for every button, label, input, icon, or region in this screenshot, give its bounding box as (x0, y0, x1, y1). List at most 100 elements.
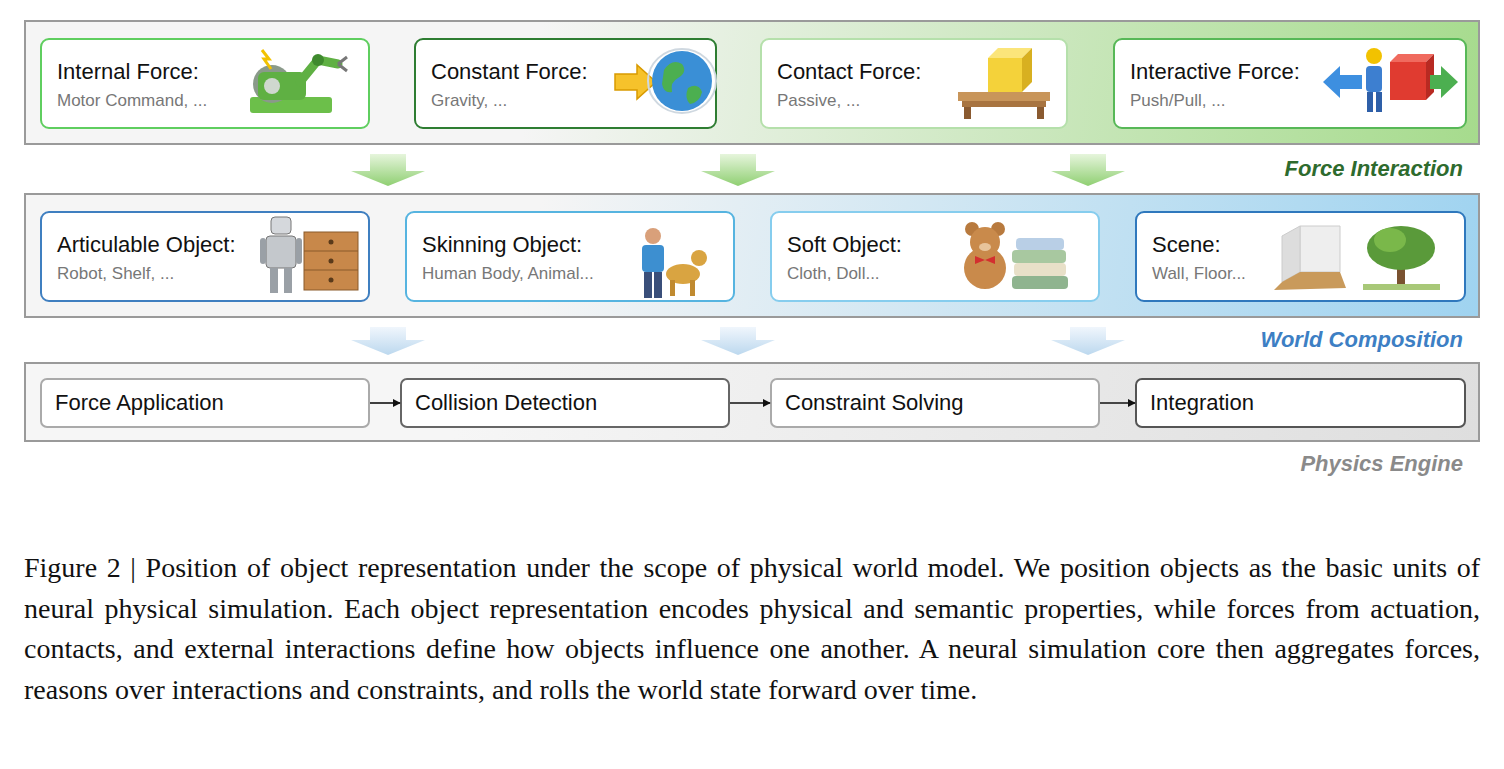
human-dog-icon-part (691, 250, 707, 266)
category-box: Interactive Force: Push/Pull, ... (1113, 38, 1467, 129)
scene-icon-part (1274, 272, 1346, 290)
human-dog-icon-part (666, 264, 700, 284)
box-examples: Gravity, ... (431, 90, 507, 112)
category-box: Skinning Object: Human Body, Animal... (405, 211, 735, 302)
step-label: Force Application (55, 380, 224, 426)
robot-arm-icon-part (258, 72, 306, 100)
scene-icon-part (1282, 226, 1300, 282)
robot-shelf-icon-part (271, 217, 291, 234)
box-title: Scene: (1152, 231, 1221, 259)
box-examples: Robot, Shelf, ... (57, 263, 174, 285)
teddy-cloth-icon-part (964, 247, 1006, 289)
robot-shelf-icon-part (266, 236, 296, 268)
teddy-cloth-icon-part (1012, 250, 1066, 263)
teddy-cloth-icon-part (1012, 276, 1068, 289)
scene-icon-part (1363, 284, 1440, 290)
push-pull-icon (1323, 48, 1458, 112)
gravity-globe-icon-part (652, 51, 712, 111)
flow-arrow (730, 402, 770, 404)
band-heading: World Composition (1261, 327, 1463, 353)
category-box: Scene: Wall, Floor... (1135, 211, 1466, 302)
process-box: Integration (1135, 378, 1466, 428)
robot-arm-icon-part (338, 57, 347, 71)
teddy-cloth-icon-part (991, 222, 1005, 236)
gravity-globe-icon-part (615, 65, 656, 99)
robot-shelf-icon-part (270, 268, 278, 293)
gravity-globe-icon (615, 49, 716, 113)
block-arrow (701, 154, 775, 186)
robot-shelf-icon-part (284, 268, 292, 293)
box-examples: Cloth, Doll... (787, 263, 880, 285)
box-examples: Wall, Floor... (1152, 263, 1246, 285)
human-dog-icon-part (644, 272, 652, 298)
box-title: Soft Object: (787, 231, 902, 259)
human-dog-icon-part (670, 280, 675, 296)
cube-on-table-icon-part (1037, 107, 1044, 119)
robot-arm-icon-part (300, 60, 338, 82)
scene-icon (1274, 226, 1440, 290)
scene-icon-part (1397, 262, 1405, 290)
robot-shelf-icon-part (304, 270, 358, 271)
push-pull-icon-part (1426, 54, 1434, 100)
process-box: Constraint Solving (770, 378, 1100, 428)
scene-icon-part (1367, 226, 1435, 270)
block-arrow (1051, 327, 1125, 355)
category-box: Soft Object: Cloth, Doll... (770, 211, 1100, 302)
block-arrow (351, 327, 425, 355)
push-pull-icon-part (1430, 66, 1458, 98)
stage-band: Articulable Object: Robot, Shelf, ... Skin… (24, 193, 1480, 318)
robot-shelf-icon-part (304, 232, 358, 290)
robot-arm-icon-part (264, 78, 280, 94)
flow-arrow (370, 402, 400, 404)
category-box: Constant Force: Gravity, ... (414, 38, 717, 129)
human-dog-icon-part (642, 245, 664, 272)
push-pull-icon-part (1323, 66, 1362, 98)
robot-arm-icon (250, 50, 347, 113)
push-pull-icon-part (1376, 92, 1382, 112)
robot-arm-icon-part (250, 97, 332, 113)
human-dog-icon-part (690, 280, 695, 296)
box-examples: Human Body, Animal... (422, 263, 594, 285)
robot-shelf-icon-part (304, 251, 358, 252)
box-title: Articulable Object: (57, 231, 236, 259)
box-title: Constant Force: (431, 58, 588, 86)
teddy-cloth-icon (964, 222, 1068, 289)
cube-on-table-icon-part (962, 101, 1046, 107)
box-title: Skinning Object: (422, 231, 582, 259)
box-examples: Push/Pull, ... (1130, 90, 1225, 112)
band-heading: Physics Engine (1300, 451, 1463, 477)
category-box: Articulable Object: Robot, Shelf, ... (40, 211, 370, 302)
process-box: Collision Detection (400, 378, 730, 428)
teddy-cloth-icon-part (1016, 238, 1064, 250)
band-heading: Force Interaction (1285, 156, 1463, 182)
human-dog-icon (642, 228, 707, 298)
push-pull-icon-part (1366, 66, 1382, 92)
human-dog-icon-part (654, 272, 662, 298)
stage-band: Internal Force:Motor Command, ...Constan… (24, 20, 1480, 145)
human-dog-icon-part (645, 228, 661, 244)
teddy-cloth-icon-part (979, 243, 991, 251)
step-label: Integration (1150, 380, 1254, 426)
cube-on-table-icon-part (1022, 48, 1032, 92)
robot-shelf-icon-part (296, 238, 302, 264)
scene-icon-part (1374, 228, 1406, 252)
robot-shelf-icon (260, 217, 358, 293)
box-examples: Passive, ... (777, 90, 860, 112)
step-label: Constraint Solving (785, 380, 964, 426)
teddy-cloth-icon-part (975, 256, 995, 264)
scene-icon-part (1300, 226, 1340, 272)
teddy-cloth-icon-part (970, 227, 1000, 257)
cube-on-table-icon-part (964, 107, 971, 119)
category-box: Contact Force: Passive, ... (760, 38, 1068, 129)
teddy-cloth-icon-part (1014, 263, 1066, 276)
robot-arm-icon-part (312, 54, 324, 66)
robot-shelf-icon-part (329, 240, 334, 245)
robot-arm-icon-part (262, 50, 271, 69)
cube-on-table-icon-part (958, 92, 1050, 101)
box-title: Contact Force: (777, 58, 921, 86)
cube-on-table-icon (958, 48, 1050, 119)
gravity-globe-icon-part (648, 49, 716, 113)
process-box: Force Application (40, 378, 370, 428)
box-title: Interactive Force: (1130, 58, 1300, 86)
